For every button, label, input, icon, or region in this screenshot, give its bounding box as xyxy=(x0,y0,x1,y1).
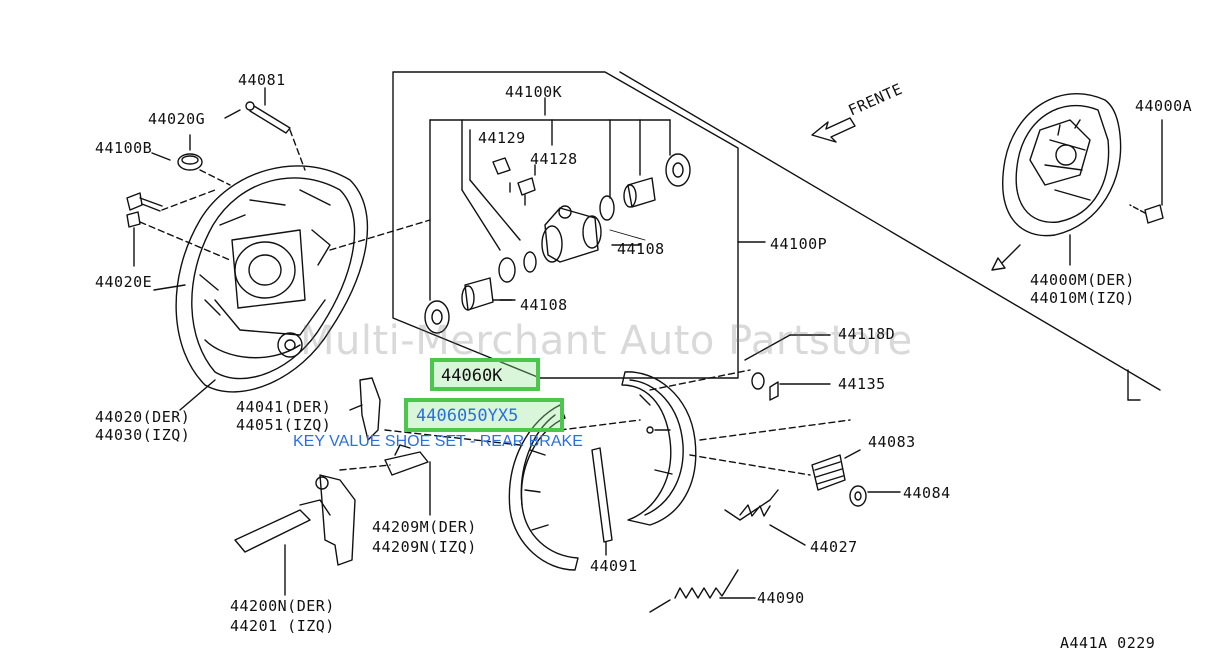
label-44010M[interactable]: 44010M(IZQ) xyxy=(1030,289,1135,307)
label-44201[interactable]: 44201 (IZQ) xyxy=(230,617,335,635)
label-44000M[interactable]: 44000M(DER) xyxy=(1030,271,1135,289)
label-44000A[interactable]: 44000A xyxy=(1135,97,1193,115)
label-44030[interactable]: 44030(IZQ) xyxy=(95,426,191,444)
label-44100B[interactable]: 44100B xyxy=(95,139,153,157)
oem-highlight-box[interactable] xyxy=(404,398,564,432)
plug-44020G-drawing xyxy=(177,134,203,171)
bolt-44100B-drawing xyxy=(126,192,163,267)
backing-plate-drawing xyxy=(175,165,369,393)
oem-number-highlight[interactable]: 4406050YX5 xyxy=(416,406,519,426)
label-44209N[interactable]: 44209N(IZQ) xyxy=(372,538,477,556)
label-44020E[interactable]: 44020E xyxy=(95,273,153,291)
label-44083[interactable]: 44083 xyxy=(868,433,916,451)
brake-shoe-right-drawing xyxy=(621,371,697,526)
label-44108-right[interactable]: 44108 xyxy=(617,240,665,258)
part-highlight-44060K[interactable] xyxy=(430,358,540,391)
part-number-highlight[interactable]: 44060K xyxy=(441,366,503,386)
diagram-code: A441A 0229 xyxy=(1060,634,1156,652)
label-44091[interactable]: 44091 xyxy=(590,557,638,575)
label-44135[interactable]: 44135 xyxy=(838,375,886,393)
wheel-cylinder-box xyxy=(392,71,766,379)
label-44041[interactable]: 44041(DER) xyxy=(236,398,332,416)
parking-lever-drawing xyxy=(234,474,356,596)
label-44108-left[interactable]: 44108 xyxy=(520,296,568,314)
drum-assembly-drawing xyxy=(991,93,1164,271)
label-44027[interactable]: 44027 xyxy=(810,538,858,556)
bolt-44081-drawing xyxy=(245,87,291,134)
spring-44027-drawing xyxy=(724,489,806,546)
label-44081[interactable]: 44081 xyxy=(238,71,286,89)
label-44128[interactable]: 44128 xyxy=(530,150,578,168)
highlight-caption: KEY VALUE SHOE SET - REAR BRAKE xyxy=(293,433,583,450)
store-watermark: Multi-Merchant Auto Partstore xyxy=(300,318,913,364)
label-44200N[interactable]: 44200N(DER) xyxy=(230,597,335,615)
label-44020[interactable]: 44020(DER) xyxy=(95,408,191,426)
label-44051[interactable]: 44051(IZQ) xyxy=(236,416,332,434)
label-44090[interactable]: 44090 xyxy=(757,589,805,607)
label-44118D[interactable]: 44118D xyxy=(838,325,896,343)
cylinder-body-drawing xyxy=(541,205,602,263)
label-44084[interactable]: 44084 xyxy=(903,484,951,502)
label-44209M[interactable]: 44209M(DER) xyxy=(372,518,477,536)
spring-44090-drawing xyxy=(649,569,756,613)
brake-shoe-left-drawing xyxy=(508,404,579,571)
label-44100K[interactable]: 44100K xyxy=(505,83,563,101)
front-arrow-drawing xyxy=(811,117,856,143)
label-44020G[interactable]: 44020G xyxy=(148,110,206,128)
label-44100P[interactable]: 44100P xyxy=(770,235,828,253)
label-44129[interactable]: 44129 xyxy=(478,129,526,147)
spring-44083-drawing xyxy=(811,449,861,491)
